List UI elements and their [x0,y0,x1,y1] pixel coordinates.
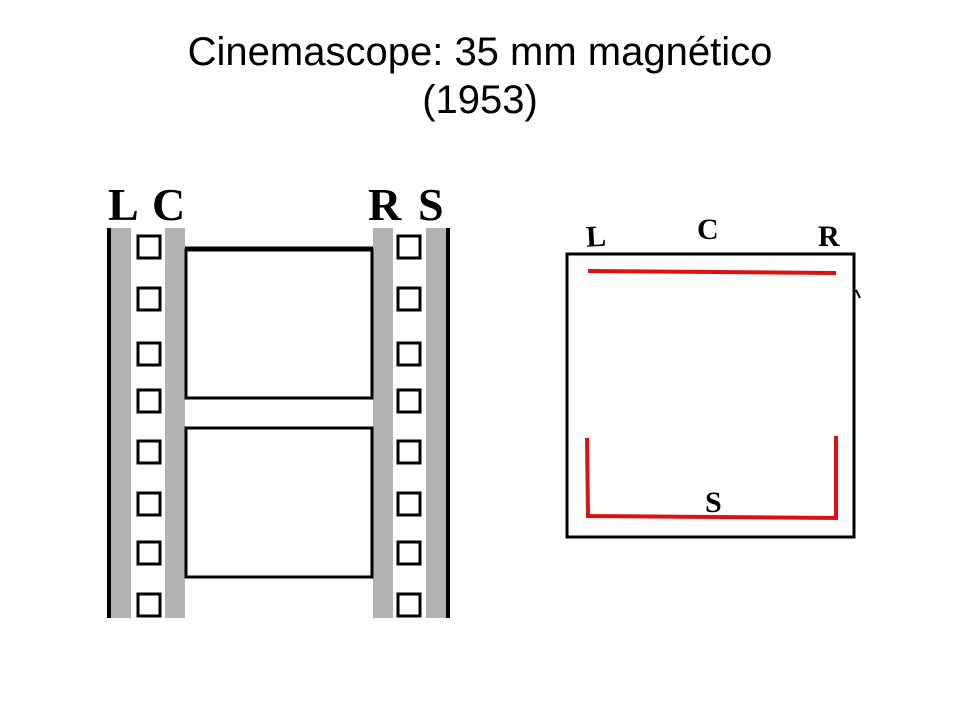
speaker-label-r: R [818,220,840,253]
sprocket-hole-left [136,234,162,260]
track-label-s: S [418,179,444,230]
film-frame-2 [184,426,374,579]
slide-title-line-2: (1953) [422,78,538,122]
track-label-l: L [108,179,139,230]
speaker-label-s: S [705,486,722,519]
film-strip: L C R S [107,179,450,618]
magnetic-track-l [111,228,131,618]
sprocket-hole-right [396,341,422,367]
sprocket-hole-right [396,439,422,465]
room-edge-mark [855,289,861,299]
film-edge-left [107,228,111,618]
surround-speaker-line [585,436,838,521]
film-frame-1 [184,248,374,400]
screen-speaker-line [587,269,837,275]
sprocket-hole-right [396,234,422,260]
sprocket-hole-left [136,540,162,566]
sprocket-hole-right [396,540,422,566]
speaker-label-c: C [697,213,719,246]
track-label-c: C [152,179,185,230]
magnetic-track-r [373,228,393,618]
speaker-layout: L C R S [565,213,861,539]
sprocket-hole-left [136,592,162,618]
film-edge-right [446,228,450,618]
slide-title-line-1: Cinemascope: 35 mm magnético [187,30,773,74]
sprocket-hole-right [396,491,422,517]
sprocket-hole-left [136,341,162,367]
track-label-r: R [368,179,402,230]
sprocket-hole-right [396,592,422,618]
frame-connectors [185,246,373,579]
sprocket-hole-right [396,286,422,312]
sprocket-holes-right [396,234,422,618]
magnetic-track-s [426,228,446,618]
sprocket-hole-left [136,491,162,517]
speaker-label-l: L [585,220,607,254]
sprocket-hole-left [136,439,162,465]
slide-title: Cinemascope: 35 mm magnético (1953) [0,28,960,124]
sprocket-holes-left [136,234,162,618]
sprocket-hole-right [396,388,422,414]
sprocket-hole-left [136,388,162,414]
sprocket-hole-left [136,286,162,312]
magnetic-track-c [165,228,185,618]
theater-room [565,252,856,539]
